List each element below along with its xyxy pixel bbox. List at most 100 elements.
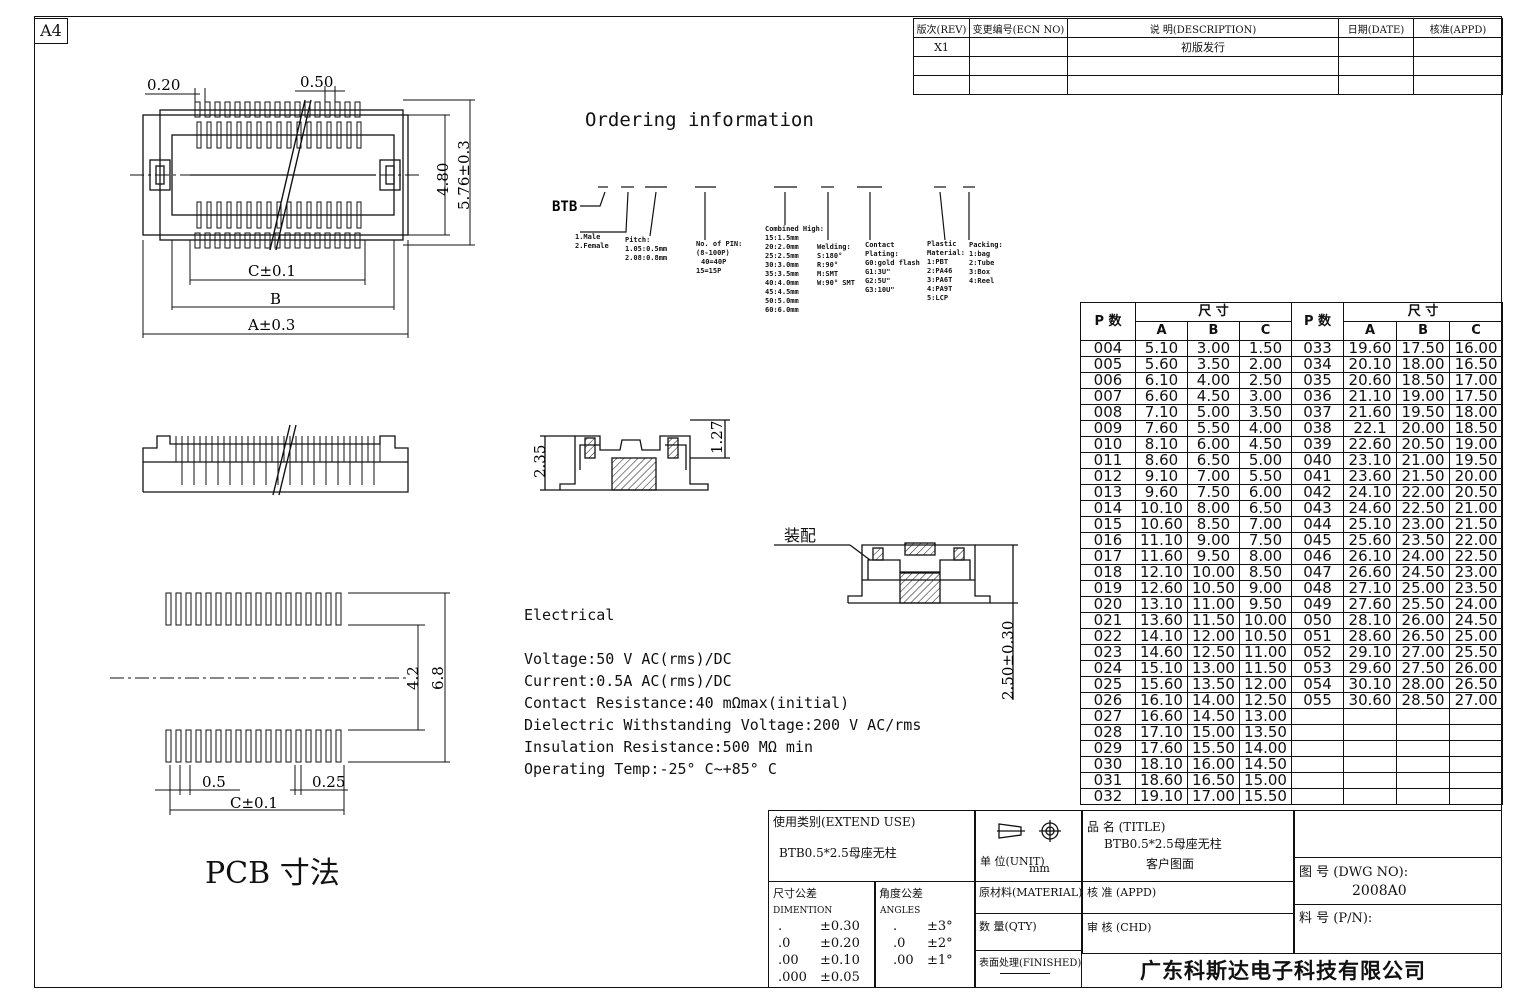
- dimension-cell: 21.60: [1343, 404, 1398, 421]
- pin-count-cell: 027: [1080, 708, 1136, 725]
- dimension-cell: 30.10: [1343, 676, 1398, 693]
- dimension-cell: 10.00: [1238, 612, 1293, 629]
- dimension-cell: 29.10: [1343, 644, 1398, 661]
- dimension-cell: 23.00: [1449, 564, 1504, 581]
- contact-slot: [296, 201, 302, 229]
- pin-count-cell: 018: [1080, 564, 1136, 581]
- dimension-cell: [1396, 772, 1451, 789]
- dimension-cell: 18.00: [1396, 356, 1451, 373]
- dimension-cell: 19.00: [1449, 436, 1504, 453]
- contact-slot: [336, 121, 342, 149]
- blank-cell: [1294, 810, 1502, 858]
- pcb-pad: [255, 729, 262, 763]
- dimension-cell: 24.50: [1449, 612, 1504, 629]
- p-count-header-left: P 数: [1080, 302, 1136, 341]
- pcb-pad: [245, 592, 252, 626]
- date-header: 日期(DATE): [1338, 18, 1414, 38]
- angle-tolerance-cell: [875, 881, 975, 988]
- pin-count-cell: 049: [1291, 596, 1345, 613]
- dimension-cell: 12.50: [1187, 644, 1240, 661]
- pcb-pad: [285, 729, 292, 763]
- dimension-cell: 25.60: [1343, 532, 1398, 549]
- pcb-pad: [205, 592, 212, 626]
- contact-slot: [346, 201, 352, 229]
- dimension-cell: 4.00: [1238, 420, 1293, 437]
- dimension-cell: 11.50: [1238, 660, 1293, 677]
- connector-pin: [274, 101, 281, 118]
- dimension-cell: 15.50: [1238, 788, 1293, 805]
- contact-slot: [356, 201, 362, 229]
- connector-pin: [334, 232, 341, 249]
- appd-label: 核 准 (APPD): [1087, 886, 1157, 899]
- dimension-cell: 12.00: [1238, 676, 1293, 693]
- dimension-cell: 23.60: [1343, 468, 1398, 485]
- dimension-cell: 22.1: [1343, 420, 1398, 437]
- pin-count-cell: [1291, 772, 1345, 789]
- pin-count-cell: 040: [1291, 452, 1345, 469]
- qty-label: 数 量(QTY): [979, 920, 1037, 933]
- dimension-cell: 16.50: [1449, 356, 1504, 373]
- ang-label: 角度公差: [879, 887, 923, 900]
- dimension-cell: 5.00: [1187, 404, 1240, 421]
- date-cell: [1338, 37, 1414, 57]
- connector-pin: [274, 232, 281, 249]
- dimension-cell: 3.50: [1187, 356, 1240, 373]
- contact-slot: [196, 201, 202, 229]
- pin-count-cell: 050: [1291, 612, 1345, 629]
- dimension-cell: 18.50: [1449, 420, 1504, 437]
- ecn-cell: [969, 37, 1068, 57]
- contact-slot: [326, 201, 332, 229]
- pcb-pad: [265, 729, 272, 763]
- tolerance-cell: [768, 881, 875, 988]
- dimension-cell: 26.00: [1449, 660, 1504, 677]
- connector-pin: [234, 101, 241, 118]
- pcb-dim-0-25: 0.25: [312, 773, 345, 791]
- pcb-pad: [165, 729, 172, 763]
- dimension-cell: [1449, 740, 1504, 757]
- dimension-cell: 3.00: [1187, 340, 1240, 357]
- dimension-cell: [1449, 756, 1504, 773]
- dimension-cell: 20.50: [1396, 436, 1451, 453]
- tol-sub: DIMENTION: [773, 906, 833, 916]
- dimension-cell: [1396, 724, 1451, 741]
- pcb-pad: [335, 592, 342, 626]
- ordering-title: Ordering information: [585, 109, 814, 131]
- rev-header: 版次(REV): [913, 18, 970, 38]
- contact-slot: [346, 121, 352, 149]
- extend-use-value: BTB0.5*2.5母座无柱: [779, 846, 897, 860]
- dimension-cell: 14.10: [1135, 628, 1188, 645]
- finish-underline: [1000, 973, 1050, 974]
- dimension-cell: 13.00: [1238, 708, 1293, 725]
- dimension-cell: 9.60: [1135, 484, 1188, 501]
- dimension-cell: 8.50: [1187, 516, 1240, 533]
- dimension-cell: 13.50: [1238, 724, 1293, 741]
- dimension-cell: 10.50: [1187, 580, 1240, 597]
- dimension-cell: 8.50: [1238, 564, 1293, 581]
- dimension-cell: 20.60: [1343, 372, 1398, 389]
- pin-count-cell: 039: [1291, 436, 1345, 453]
- pcb-pad: [325, 592, 332, 626]
- dimension-cell: 17.00: [1449, 372, 1504, 389]
- contact-slot: [246, 201, 252, 229]
- pin-count-cell: 054: [1291, 676, 1345, 693]
- dimension-cell: 15.60: [1135, 676, 1188, 693]
- connector-pin: [244, 232, 251, 249]
- dimension-cell: [1396, 740, 1451, 757]
- contact-slot: [256, 201, 262, 229]
- dimension-cell: 6.00: [1238, 484, 1293, 501]
- connector-pin: [344, 232, 351, 249]
- electrical-title: Electrical: [524, 606, 615, 624]
- pin-count-cell: 037: [1291, 404, 1345, 421]
- dimension-cell: 19.00: [1396, 388, 1451, 405]
- finish-cell: [975, 950, 1082, 988]
- appd-header: 核准(APPD): [1413, 18, 1503, 38]
- ang-rows: .±3° .0±2° .00±1°: [893, 919, 953, 968]
- connector-pin: [294, 101, 301, 118]
- connector-pin: [224, 232, 231, 249]
- dimension-cell: 25.00: [1449, 628, 1504, 645]
